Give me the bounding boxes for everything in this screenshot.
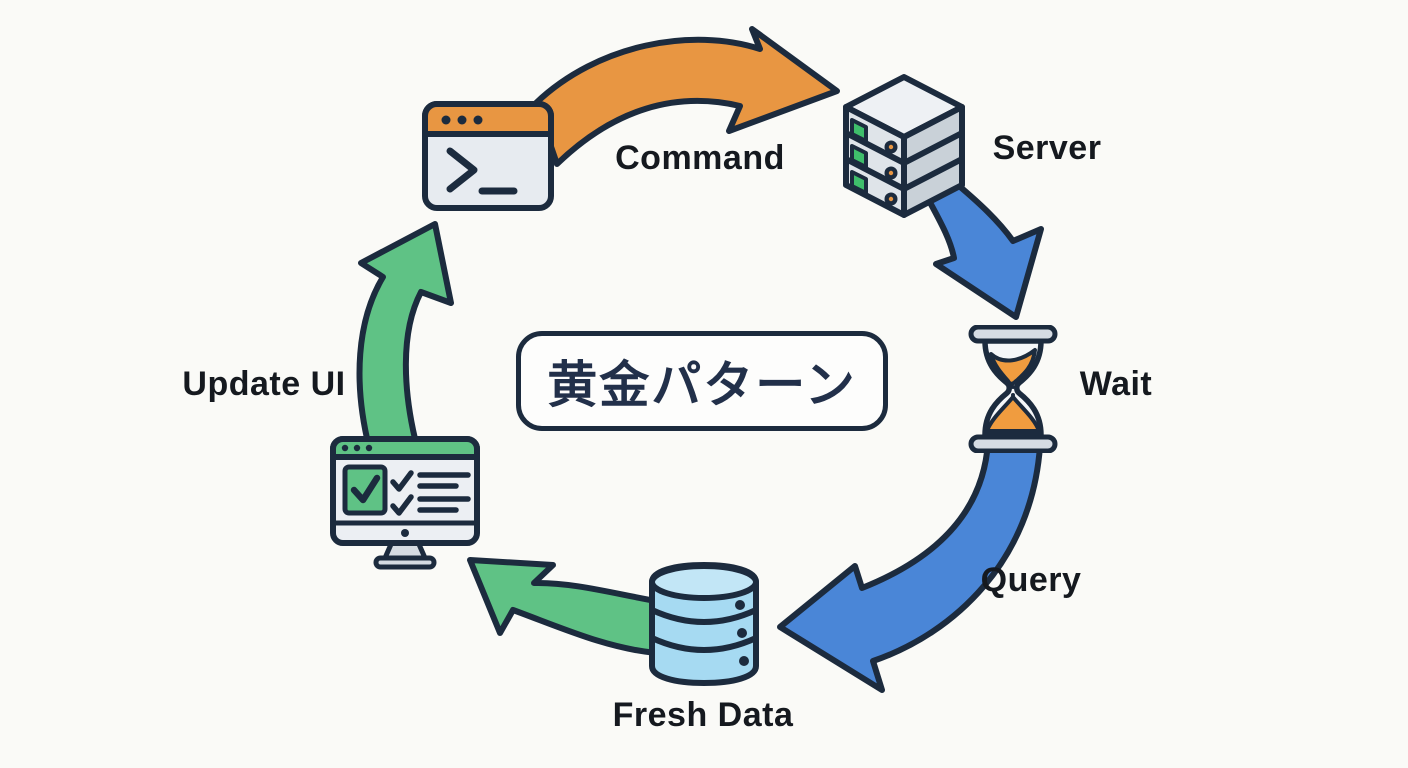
hourglass-cap-top [968,325,1058,344]
monitor-checklist-icon [330,436,480,570]
label-wait: Wait [1079,365,1153,403]
ui-to-command-arrow [356,221,454,450]
hourglass-sand-top [989,348,1037,386]
hourglass-sand-bottom [985,395,1041,433]
server-led [850,170,868,195]
server-stack-icon [843,74,965,218]
server-led [850,144,868,169]
hourglass-icon [968,325,1058,453]
data-to-ui-arrow [467,557,659,656]
database-top [649,563,759,601]
query-arrow [777,439,1043,693]
checkbox-check [350,474,381,504]
label-server: Server [992,129,1102,167]
center-pattern-box: 黄金パターン [516,331,888,431]
monitor-base [373,555,437,570]
database-icon [649,562,759,686]
terminal-window-icon [422,101,554,211]
server-to-wait-arrow [924,182,1044,320]
monitor-titlebar [330,436,480,460]
center-pattern-label: 黄金パターン [547,357,857,413]
check-item [390,494,414,516]
check-item [390,470,414,492]
label-query: Query [980,561,1082,599]
prompt-chevron [446,147,478,193]
terminal-titlebar [422,101,554,137]
label-fresh-data: Fresh Data [612,696,794,734]
label-command: Command [615,139,785,177]
hourglass-cap-bottom [968,434,1058,453]
monitor-power-dot [401,529,409,537]
server-led [850,118,868,143]
command-arrow [533,26,840,167]
label-update-ui: Update UI [182,365,346,403]
